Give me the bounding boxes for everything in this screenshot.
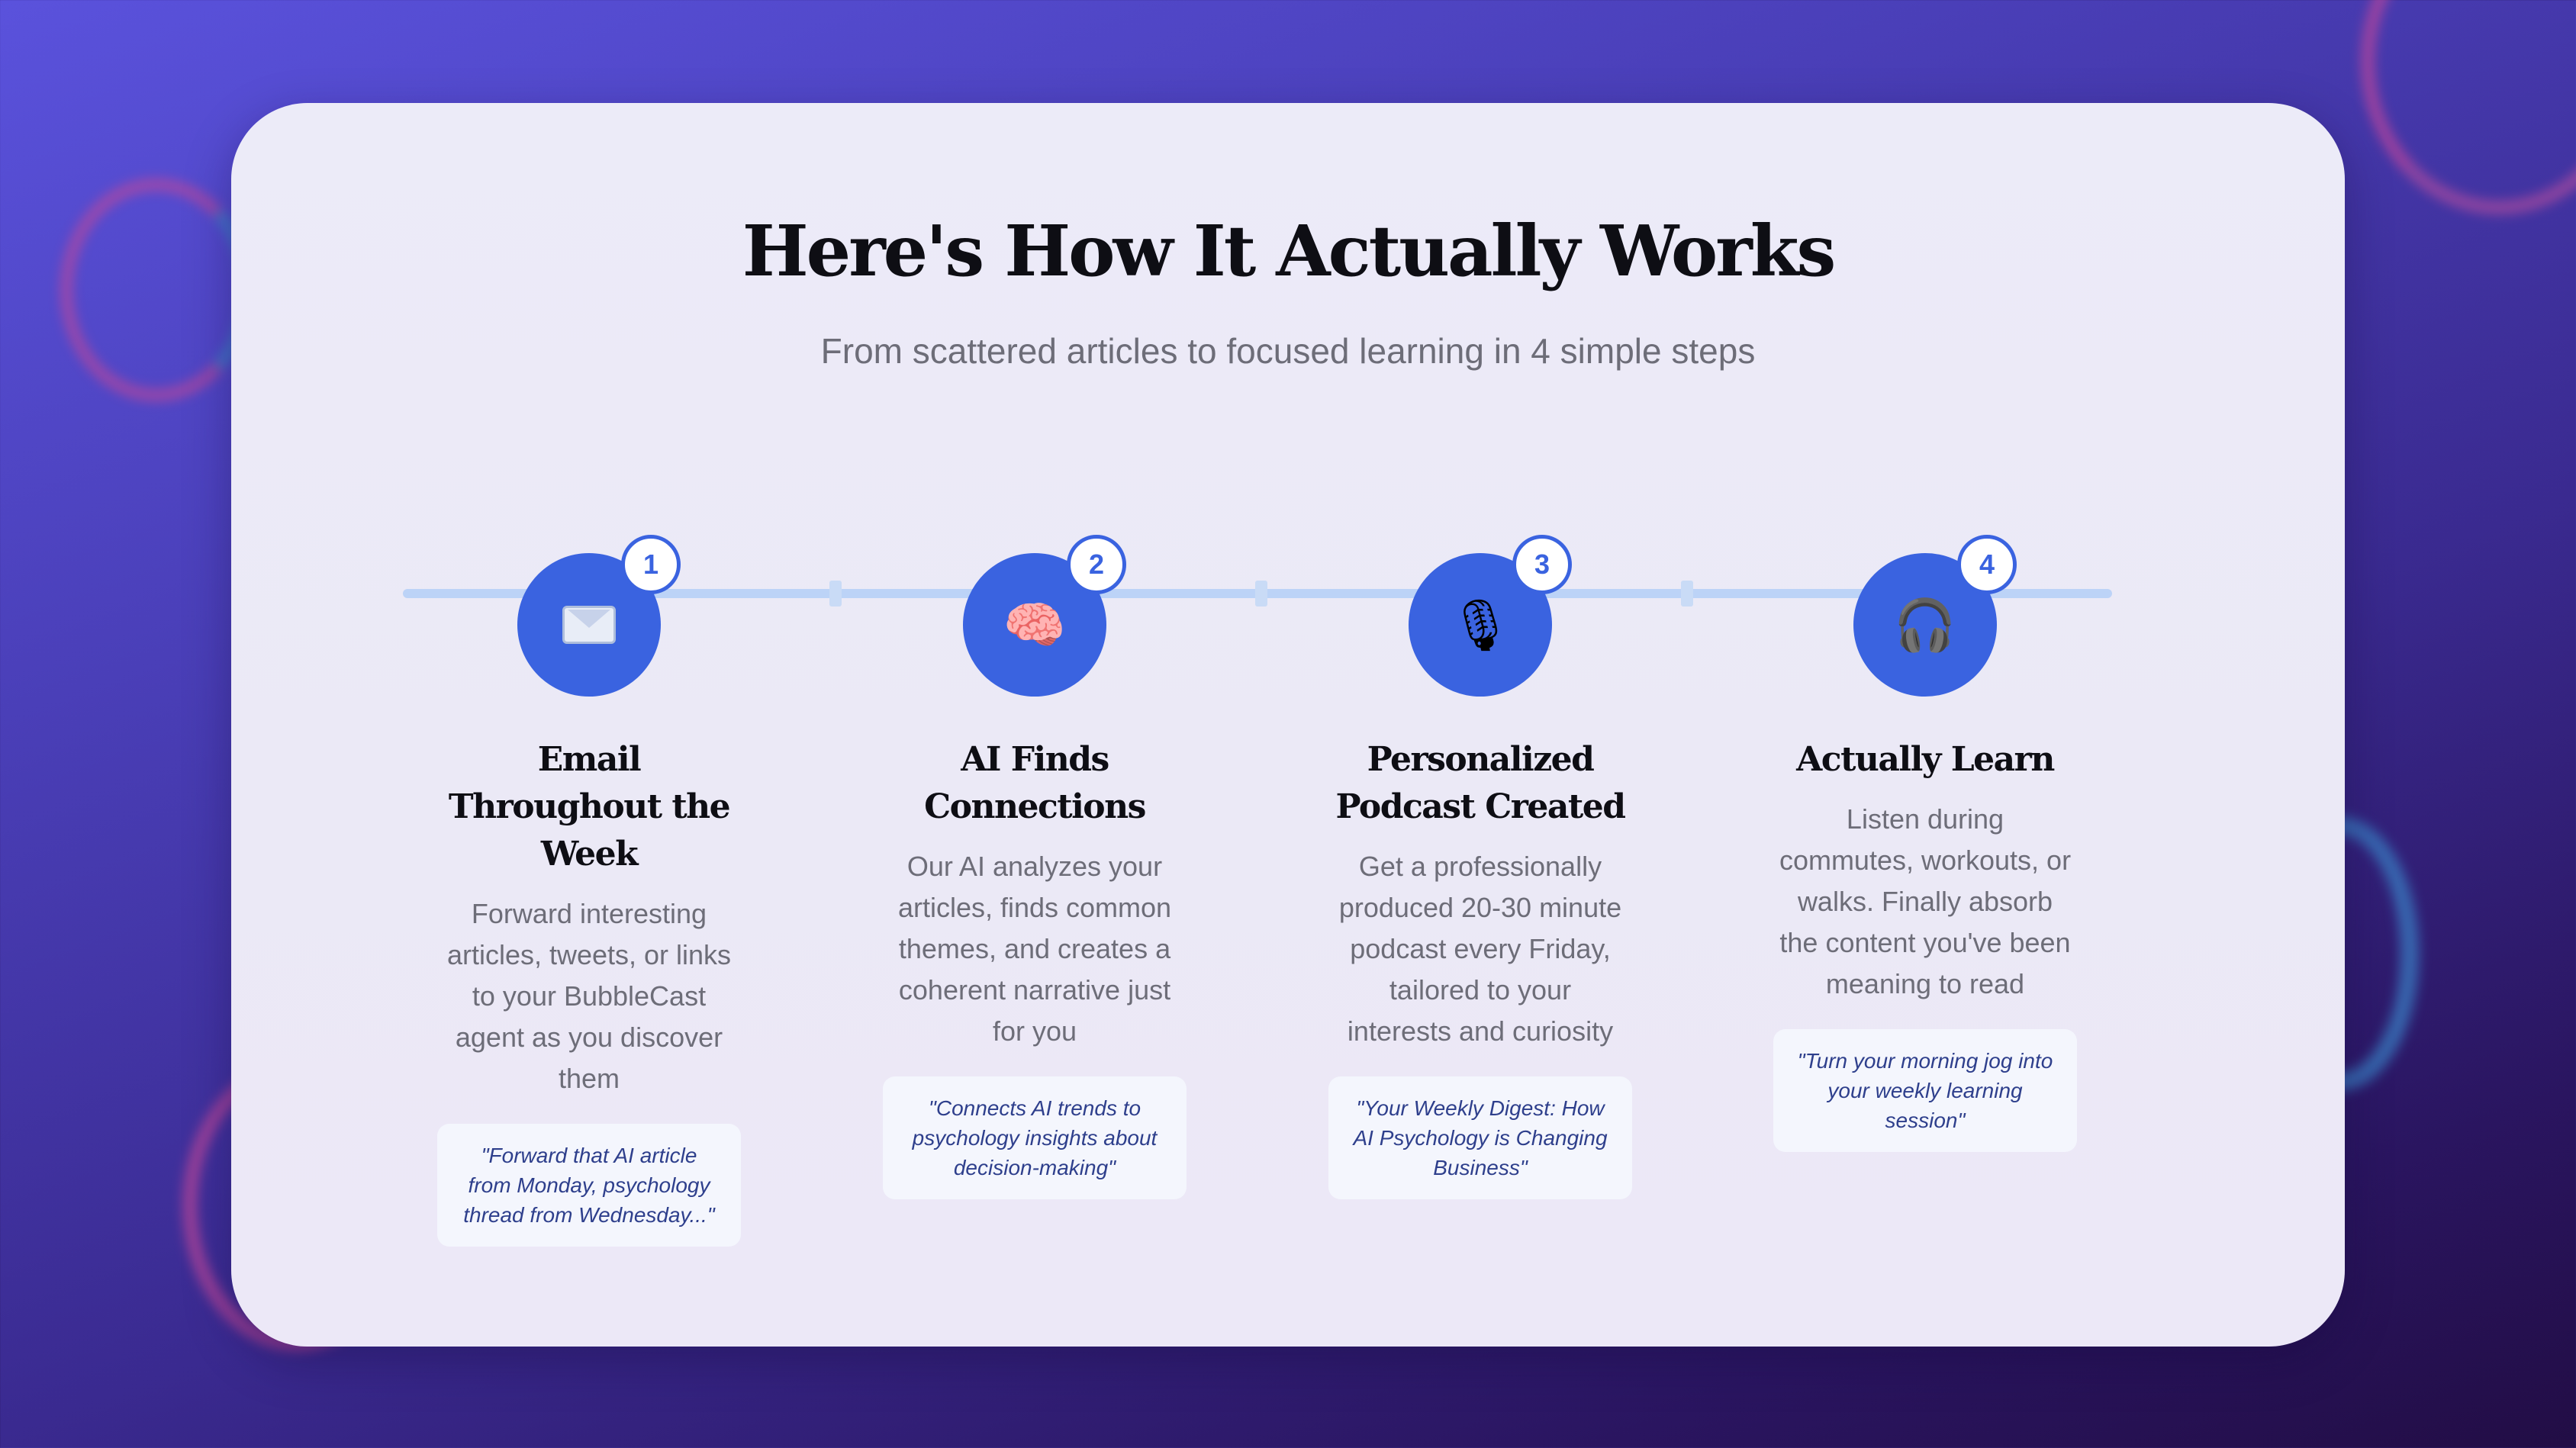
step-icon-circle: 🎙 3 xyxy=(1409,535,1572,697)
step-number-badge: 2 xyxy=(1067,535,1126,594)
step-description: Our AI analyzes your articles, finds com… xyxy=(897,851,1172,1047)
step-quote: "Your Weekly Digest: How AI Psychology i… xyxy=(1328,1076,1632,1199)
step-quote: "Forward that AI article from Monday, ps… xyxy=(437,1124,741,1247)
track-tick xyxy=(1255,581,1267,607)
page-subtitle: From scattered articles to focused learn… xyxy=(820,331,1756,371)
track-tick xyxy=(829,581,842,607)
step-quote: "Connects AI trends to psychology insigh… xyxy=(883,1076,1187,1199)
step-title: Email Throughout the Week xyxy=(448,740,731,874)
step-icon-circle: 1 xyxy=(517,535,681,697)
microphone-icon: 🎙 xyxy=(1448,597,1512,653)
step-3: 🎙 3 Personalized Podcast Created Get a p… xyxy=(1320,535,1641,1199)
step-title: Personalized Podcast Created xyxy=(1335,740,1626,826)
page-title: Here's How It Actually Works xyxy=(742,210,1837,292)
step-icon-circle: 🧠 2 xyxy=(963,535,1126,697)
step-title: Actually Learn xyxy=(1796,740,2055,779)
brain-icon: 🧠 xyxy=(1003,597,1067,653)
decorative-ring xyxy=(2362,0,2576,214)
step-icon-circle: 🎧 4 xyxy=(1853,535,2017,697)
headphones-icon: 🎧 xyxy=(1893,597,1957,653)
envelope-icon xyxy=(562,606,616,644)
step-description: Listen during commutes, workouts, or wal… xyxy=(1779,803,2072,999)
step-title: AI Finds Connections xyxy=(924,740,1146,826)
how-it-works-card: Here's How It Actually Works From scatte… xyxy=(231,103,2345,1347)
decorative-ring xyxy=(61,179,252,401)
step-number-badge: 1 xyxy=(621,535,681,594)
step-2: 🧠 2 AI Finds Connections Our AI analyzes… xyxy=(874,535,1195,1199)
step-quote: "Turn your morning jog into your weekly … xyxy=(1773,1029,2077,1152)
step-number-badge: 4 xyxy=(1957,535,2017,594)
step-description: Forward interesting articles, tweets, or… xyxy=(446,898,732,1094)
step-number-badge: 3 xyxy=(1512,535,1572,594)
track-tick xyxy=(1681,581,1693,607)
step-4: 🎧 4 Actually Learn Listen during commute… xyxy=(1765,535,2085,1152)
step-1: 1 Email Throughout the Week Forward inte… xyxy=(429,535,749,1247)
step-description: Get a professionally produced 20-30 minu… xyxy=(1338,851,1622,1047)
